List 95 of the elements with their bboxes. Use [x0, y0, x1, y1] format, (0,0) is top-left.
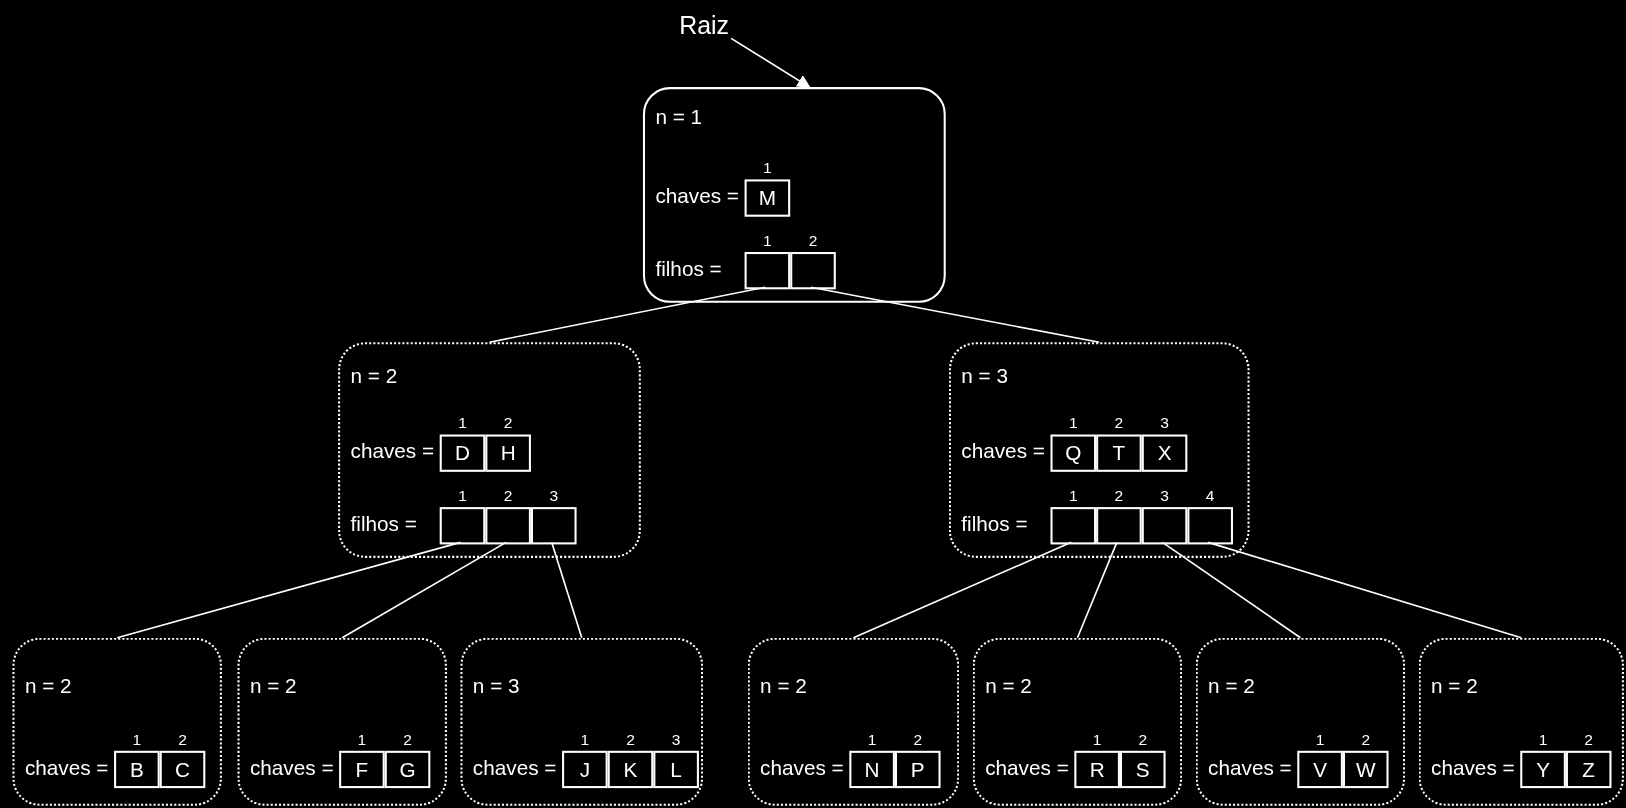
root-label: Raiz — [679, 11, 730, 41]
index-number: 2 — [502, 486, 514, 505]
index-number: 1 — [131, 730, 143, 749]
node-count-label: n = 3 — [472, 673, 520, 698]
keys-label: chaves = — [760, 754, 844, 780]
index-number: 1 — [356, 730, 368, 749]
index-number: 1 — [866, 730, 878, 749]
key-cell: L — [653, 750, 699, 789]
index-number: 1 — [457, 486, 468, 505]
index-number: 2 — [1137, 730, 1149, 749]
keys-label: chaves = — [24, 754, 109, 780]
node-count-label: n = 2 — [249, 673, 297, 698]
tree-node-box — [747, 637, 960, 806]
tree-node-box — [948, 342, 1250, 558]
key-cell: N — [849, 750, 895, 789]
key-cell: G — [384, 750, 431, 789]
key-cell: V — [1297, 750, 1343, 789]
keys-label: chaves = — [1208, 754, 1292, 780]
tree-node-box — [1418, 637, 1624, 806]
keys-label: chaves = — [655, 183, 739, 209]
key-cell: B — [114, 750, 160, 789]
key-cell: C — [159, 750, 206, 789]
keys-label: chaves = — [472, 754, 557, 780]
child-pointer-cell — [1096, 507, 1142, 545]
key-cell: R — [1074, 750, 1120, 789]
child-pointer-cell — [790, 252, 836, 290]
index-number: 1 — [1067, 486, 1079, 505]
index-number: 1 — [1314, 730, 1326, 749]
index-number: 2 — [1113, 413, 1125, 433]
keys-label: chaves = — [1431, 754, 1515, 780]
child-pointer-cell — [530, 507, 577, 545]
index-number: 3 — [548, 486, 560, 505]
node-count-label: n = 1 — [655, 104, 703, 130]
children-label: filhos = — [961, 511, 1028, 537]
index-number: 2 — [807, 231, 819, 250]
key-cell: X — [1141, 434, 1188, 472]
key-cell: F — [339, 750, 385, 789]
node-count-label: n = 2 — [1431, 673, 1478, 698]
keys-label: chaves = — [961, 438, 1045, 464]
index-number: 4 — [1204, 486, 1216, 505]
keys-label: chaves = — [350, 438, 435, 464]
node-count-label: n = 2 — [24, 673, 72, 698]
index-number: 2 — [1360, 730, 1372, 749]
key-cell: J — [562, 750, 608, 789]
tree-node-box — [237, 637, 447, 806]
child-pointer-cell — [1141, 507, 1188, 545]
index-number: 1 — [457, 413, 468, 433]
index-number: 2 — [912, 730, 924, 749]
node-count-label: n = 2 — [1208, 673, 1255, 698]
children-label: filhos = — [350, 511, 417, 537]
index-number: 1 — [762, 158, 773, 178]
children-label: filhos = — [655, 256, 722, 282]
key-cell: M — [744, 179, 791, 217]
key-cell: K — [607, 750, 654, 789]
key-cell: Q — [1050, 434, 1097, 472]
index-number: 2 — [402, 730, 413, 749]
key-cell: H — [485, 434, 531, 472]
key-cell: D — [439, 434, 486, 472]
index-number: 3 — [1159, 413, 1170, 433]
index-number: 2 — [502, 413, 514, 433]
keys-label: chaves = — [985, 754, 1069, 780]
node-count-label: n = 2 — [350, 363, 398, 388]
child-pointer-cell — [485, 507, 531, 545]
tree-node-box — [460, 637, 704, 806]
index-number: 2 — [625, 730, 636, 749]
index-number: 2 — [177, 730, 188, 749]
child-pointer-cell — [1187, 507, 1233, 545]
child-pointer-cell — [1050, 507, 1097, 545]
node-count-label: n = 3 — [961, 363, 1008, 388]
key-cell: W — [1342, 750, 1389, 789]
index-number: 1 — [1067, 413, 1079, 433]
index-number: 2 — [1583, 730, 1594, 749]
tree-node-box — [642, 87, 946, 303]
keys-label: chaves = — [249, 754, 334, 780]
tree-node-box — [12, 637, 222, 806]
tree-node-box — [972, 637, 1183, 806]
key-cell: Y — [1520, 750, 1566, 789]
key-cell: T — [1096, 434, 1142, 472]
arrow — [730, 37, 811, 88]
key-cell: P — [894, 750, 941, 789]
key-cell: Z — [1565, 750, 1612, 789]
node-count-label: n = 2 — [760, 673, 807, 698]
index-number: 2 — [1113, 486, 1125, 505]
tree-node-box — [338, 342, 641, 558]
index-number: 1 — [762, 231, 773, 250]
index-number: 3 — [1159, 486, 1170, 505]
child-pointer-cell — [744, 252, 791, 290]
index-number: 1 — [1091, 730, 1103, 749]
index-number: 3 — [670, 730, 682, 749]
index-number: 1 — [1537, 730, 1549, 749]
key-cell: S — [1119, 750, 1166, 789]
index-number: 1 — [579, 730, 591, 749]
child-pointer-cell — [439, 507, 486, 545]
tree-node-box — [1195, 637, 1406, 806]
node-count-label: n = 2 — [985, 673, 1032, 698]
